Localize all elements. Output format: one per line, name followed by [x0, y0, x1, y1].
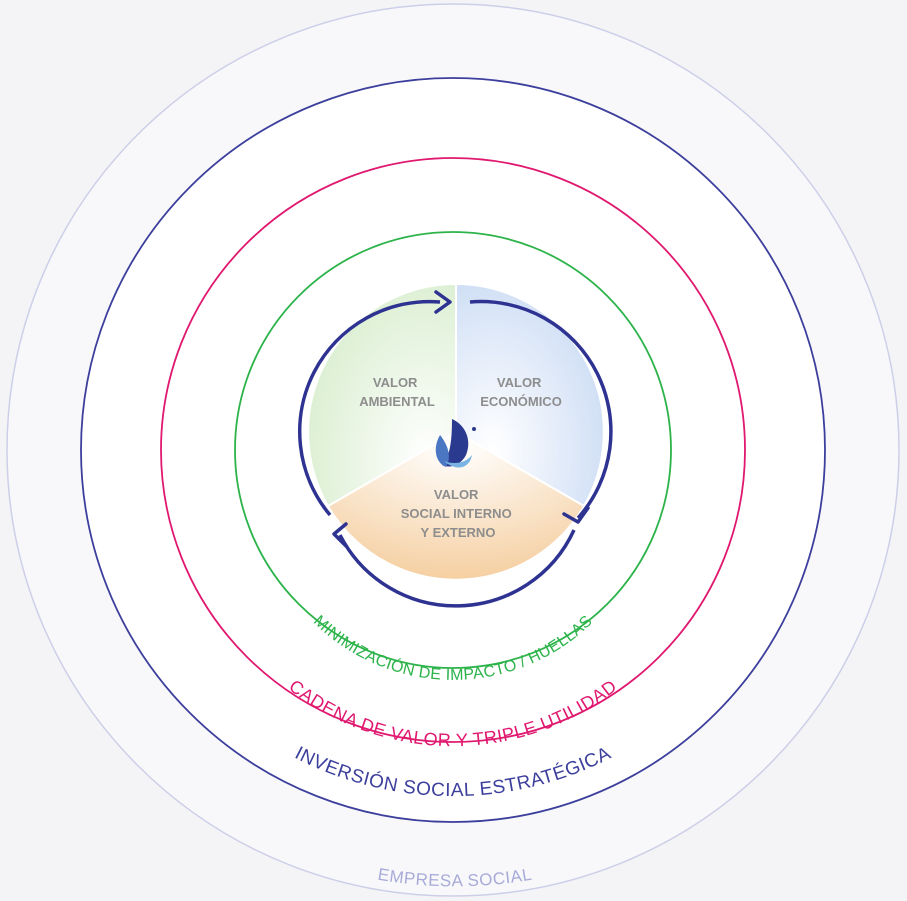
label-economico: VALOR ECONÓMICO: [480, 375, 562, 409]
cycle-arc-social: [338, 529, 576, 608]
cycle-arrow-left-icon: [332, 522, 348, 548]
sector-economico: [455, 282, 605, 508]
cycle-arc-economico: [469, 299, 613, 520]
sector-ambiental: [307, 282, 457, 508]
sector-social: [326, 430, 586, 581]
cycle-arc-ambiental: [297, 299, 441, 517]
cycle-arrow-top-icon: [434, 290, 452, 314]
cycle-arrow-right-icon: [562, 506, 590, 524]
label-social: VALOR SOCIAL INTERNO Y EXTERNO: [401, 487, 516, 540]
leaf-drop-logo-icon: [435, 419, 476, 468]
value-cycle: VALOR AMBIENTAL VALOR ECONÓMICO VALOR SO…: [297, 282, 613, 608]
label-ambiental: VALOR AMBIENTAL: [359, 375, 435, 409]
